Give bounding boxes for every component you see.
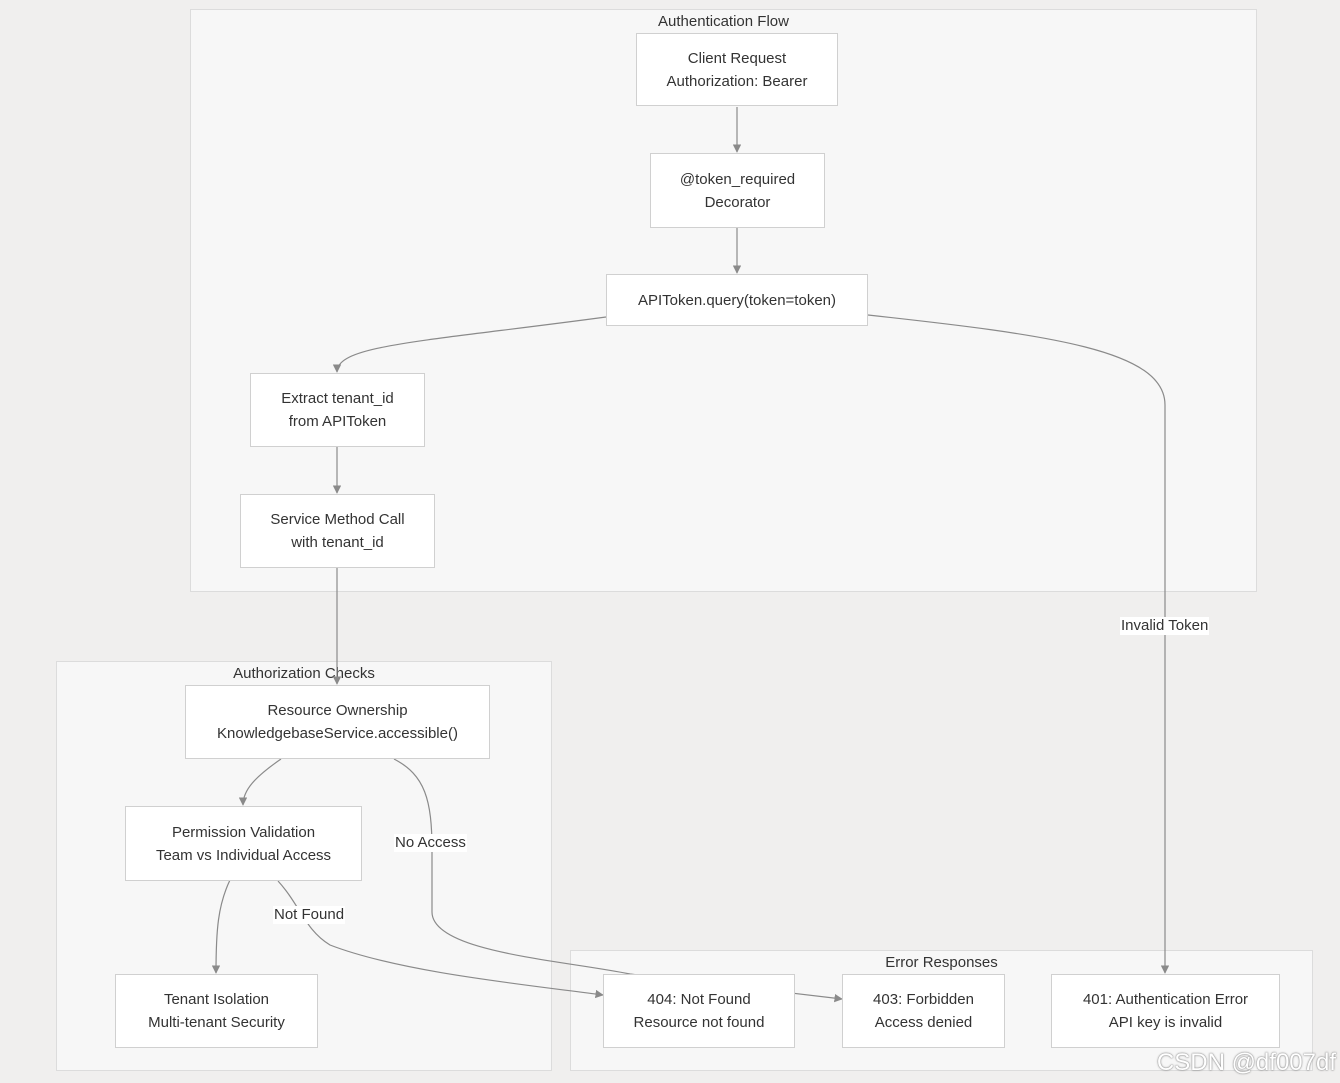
node-client-request: Client Request Authorization: Bearer	[636, 33, 838, 106]
node-extract-tenant: Extract tenant_id from APIToken	[250, 373, 425, 447]
node-service-method-call-line1: Service Method Call	[270, 511, 405, 528]
node-extract-tenant-line2: from APIToken	[288, 413, 387, 430]
node-resource-ownership: Resource Ownership KnowledgebaseService.…	[185, 685, 490, 759]
node-permission-validation: Permission Validation Team vs Individual…	[125, 806, 362, 881]
edge-label-not-found: Not Found	[273, 906, 346, 924]
node-tenant-isolation-line2: Multi-tenant Security	[148, 1014, 285, 1031]
node-resource-ownership-line2: KnowledgebaseService.accessible()	[217, 725, 458, 742]
cluster-title-authentication-flow: Authentication Flow	[658, 13, 789, 30]
node-error-401-line2: API key is invalid	[1108, 1014, 1223, 1031]
node-api-token-query: APIToken.query(token=token)	[606, 274, 868, 326]
edge-label-no-access: No Access	[394, 834, 467, 852]
node-error-403: 403: Forbidden Access denied	[842, 974, 1005, 1048]
node-service-method-call-line2: with tenant_id	[291, 534, 384, 551]
node-token-required-line2: Decorator	[704, 193, 771, 211]
node-api-token-query-line1: APIToken.query(token=token)	[637, 291, 837, 309]
node-service-method-call: Service Method Call with tenant_id	[240, 494, 435, 568]
node-error-401: 401: Authentication Error API key is inv…	[1051, 974, 1280, 1048]
node-tenant-isolation: Tenant Isolation Multi-tenant Security	[115, 974, 318, 1048]
node-error-404-line2: Resource not found	[633, 1014, 765, 1031]
node-permission-validation-line2: Team vs Individual Access	[155, 846, 332, 864]
node-error-404: 404: Not Found Resource not found	[603, 974, 795, 1048]
node-error-401-line1: 401: Authentication Error	[1082, 991, 1249, 1008]
node-extract-tenant-line1: Extract tenant_id	[281, 390, 394, 407]
node-token-required: @token_required Decorator	[650, 153, 825, 228]
node-client-request-line2: Authorization: Bearer	[666, 72, 808, 90]
cluster-title-error-responses: Error Responses	[885, 954, 998, 971]
node-client-request-line1: Client Request	[687, 49, 787, 67]
node-tenant-isolation-line1: Tenant Isolation	[163, 991, 270, 1008]
node-permission-validation-line1: Permission Validation	[171, 823, 316, 841]
edge-label-invalid-token: Invalid Token	[1120, 617, 1210, 635]
node-resource-ownership-line1: Resource Ownership	[267, 702, 408, 719]
watermark: CSDN @df007df	[1156, 1049, 1336, 1076]
cluster-title-authorization-checks: Authorization Checks	[233, 665, 375, 682]
node-error-403-line2: Access denied	[874, 1014, 973, 1031]
node-error-404-line1: 404: Not Found	[647, 991, 751, 1008]
node-error-403-line1: 403: Forbidden	[873, 991, 974, 1008]
node-token-required-line1: @token_required	[679, 170, 796, 188]
